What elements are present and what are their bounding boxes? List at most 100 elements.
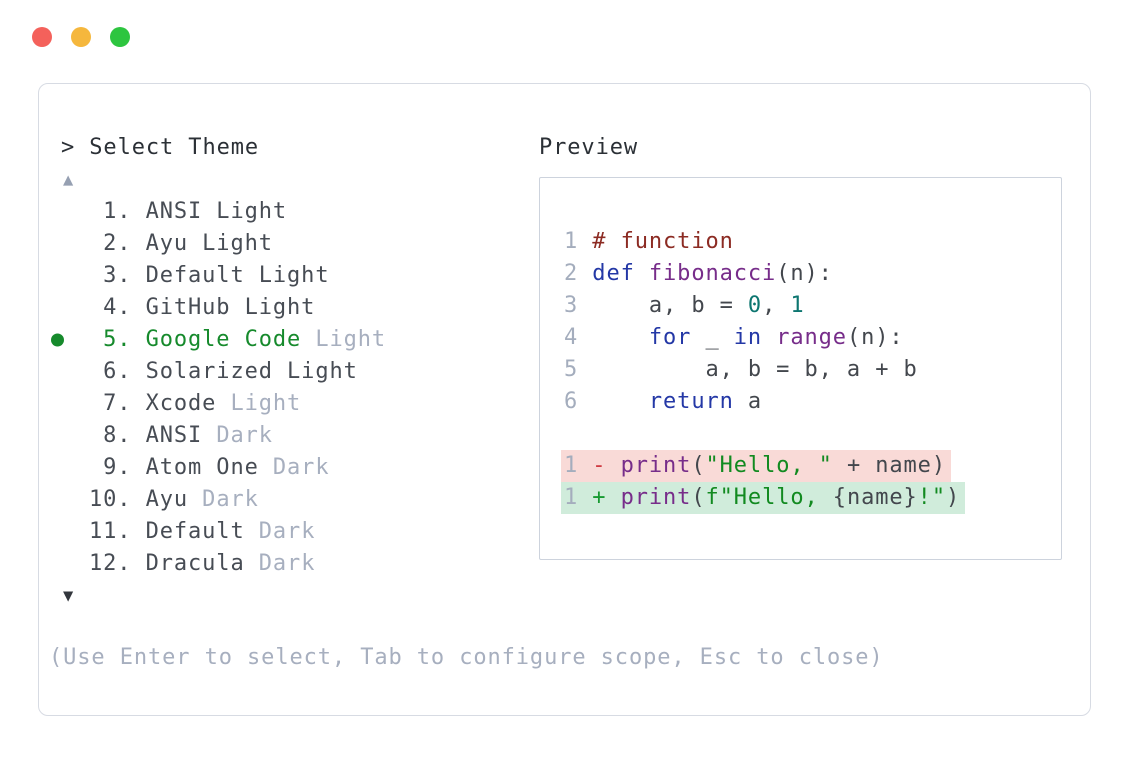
code-token-str: "Hello, " — [705, 453, 833, 478]
line-number: 6 — [564, 389, 593, 414]
code-token-com: # function — [592, 229, 734, 254]
code-token-pln: a — [733, 389, 763, 414]
zoom-button[interactable] — [110, 27, 130, 47]
theme-list-column: > Select Theme ▲ 1. ANSI Light 2. Ayu Li… — [51, 132, 539, 612]
theme-item-name: Ayu — [131, 487, 189, 512]
theme-item-variant: Dark — [188, 487, 259, 512]
theme-item[interactable]: 8. ANSI Dark — [61, 420, 539, 452]
theme-item-name: Atom One — [131, 455, 259, 480]
theme-item-name: Google Code — [131, 327, 302, 352]
line-number: 1 — [564, 453, 593, 478]
code-token-pln: ( — [691, 485, 706, 510]
code-token-kw: in — [733, 325, 763, 350]
diff-highlight-added: 1 + print(f"Hello, {name}!") — [561, 482, 966, 514]
theme-item[interactable]: 12. Dracula Dark — [61, 548, 539, 580]
code-line: 2 def fibonacci(n): — [564, 258, 1049, 290]
theme-item-number: 7. — [89, 391, 132, 416]
line-number: 3 — [564, 293, 593, 318]
line-number: 1 — [564, 485, 593, 510]
code-token-lit: 1 — [790, 293, 805, 318]
theme-item[interactable]: 4. GitHub Light — [61, 292, 539, 324]
theme-item[interactable]: 2. Ayu Light — [61, 228, 539, 260]
line-number: 2 — [564, 261, 593, 286]
close-button[interactable] — [32, 27, 52, 47]
theme-picker-panel: > Select Theme ▲ 1. ANSI Light 2. Ayu Li… — [38, 83, 1091, 716]
theme-item[interactable]: 3. Default Light — [61, 260, 539, 292]
hint-text: (Use Enter to select, Tab to configure s… — [49, 645, 884, 670]
theme-item-number: 8. — [89, 423, 132, 448]
theme-item-variant: Light — [216, 391, 302, 416]
theme-item-number: 4. — [89, 295, 132, 320]
line-number: 4 — [564, 325, 593, 350]
theme-item-number: 2. — [89, 231, 132, 256]
code-token-fn: print — [620, 453, 692, 478]
theme-item-variant: Light — [301, 327, 387, 352]
scroll-up-icon[interactable]: ▲ — [63, 170, 75, 190]
theme-item[interactable]: 10. Ayu Dark — [61, 484, 539, 516]
theme-item-number: 9. — [89, 455, 132, 480]
diff-preview: 1 - print("Hello, " + name)1 + print(f"H… — [561, 450, 1049, 514]
code-token-pln: ) — [945, 485, 961, 510]
theme-item[interactable]: 6. Solarized Light — [61, 356, 539, 388]
theme-item-name: Solarized Light — [131, 359, 358, 384]
code-token-fn: range — [776, 325, 847, 350]
code-token-fn: print — [620, 485, 692, 510]
theme-item-variant: Dark — [244, 519, 316, 544]
code-token-pln: , — [762, 293, 791, 318]
code-token-lit: 0 — [747, 293, 763, 318]
code-token-pln — [635, 261, 649, 286]
code-line: 5 a, b = b, a + b — [564, 354, 1049, 386]
code-token-pln: + name) — [832, 453, 946, 478]
diff-line-removed: 1 - print("Hello, " + name) — [561, 450, 1049, 482]
theme-item[interactable]: 5. Google Code Light — [51, 324, 539, 356]
theme-item-name: GitHub Light — [131, 295, 316, 320]
theme-item[interactable]: 1. ANSI Light — [61, 196, 539, 228]
code-line: 1 # function — [564, 226, 1049, 258]
code-token-pln: {name} — [832, 485, 918, 510]
code-token-kw: return — [648, 389, 734, 414]
theme-item-variant: Dark — [258, 455, 330, 480]
code-line: 3 a, b = 0, 1 — [564, 290, 1049, 322]
code-token-str: !" — [917, 485, 946, 510]
diff-line-added: 1 + print(f"Hello, {name}!") — [561, 482, 1049, 514]
theme-item[interactable]: 11. Default Dark — [61, 516, 539, 548]
code-token-pln — [592, 389, 649, 414]
theme-item-number: 6. — [89, 359, 132, 384]
code-token-pln: (n): — [846, 325, 904, 350]
minimize-button[interactable] — [71, 27, 91, 47]
line-number: 1 — [564, 229, 593, 254]
theme-item-number: 5. — [89, 327, 132, 352]
scroll-down-icon[interactable]: ▼ — [63, 586, 75, 606]
theme-item[interactable]: 9. Atom One Dark — [61, 452, 539, 484]
code-token-kw: for — [648, 325, 692, 350]
theme-item-name: Default Light — [131, 263, 330, 288]
code-line: 6 return a — [564, 386, 1049, 418]
theme-item-name: Default — [131, 519, 245, 544]
theme-item-variant: Dark — [244, 551, 316, 576]
code-token-pln: a, b = — [592, 293, 748, 318]
theme-list: 1. ANSI Light 2. Ayu Light 3. Default Li… — [51, 196, 539, 580]
code-token-ins: + — [592, 485, 621, 510]
theme-item-number: 1. — [89, 199, 132, 224]
theme-item-name: Dracula — [131, 551, 245, 576]
line-number: 5 — [564, 357, 593, 382]
code-token-str: f"Hello, — [705, 485, 833, 510]
code-token-kw: def — [592, 261, 635, 286]
theme-item-name: ANSI Light — [131, 199, 288, 224]
page-title: > Select Theme — [61, 135, 260, 160]
theme-item[interactable]: 7. Xcode Light — [61, 388, 539, 420]
selected-dot-icon — [51, 333, 64, 347]
code-line: 4 for _ in range(n): — [564, 322, 1049, 354]
theme-item-variant: Dark — [202, 423, 273, 448]
code-token-pln: ( — [691, 453, 706, 478]
theme-item-number: 3. — [89, 263, 132, 288]
theme-item-name: ANSI — [131, 423, 203, 448]
code-token-del: - — [592, 453, 621, 478]
theme-item-number: 11. — [89, 519, 132, 544]
window-controls — [32, 27, 130, 47]
code-token-fn: fibonacci — [648, 261, 777, 286]
theme-item-number: 10. — [89, 487, 132, 512]
